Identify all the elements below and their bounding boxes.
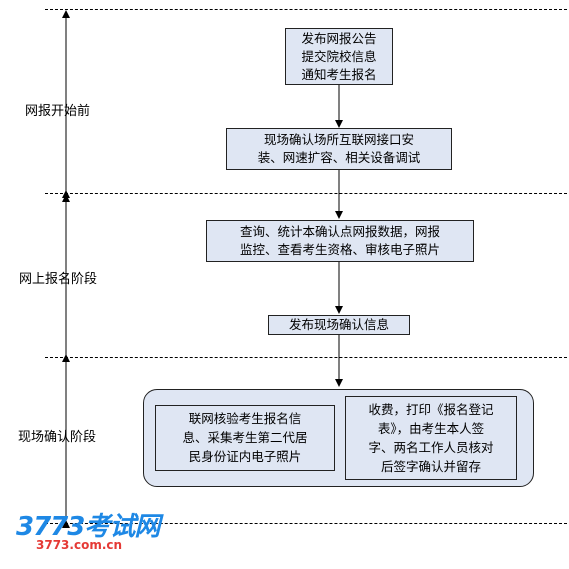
- step-line: 查询、统计本确认点网报数据，网报: [239, 224, 440, 239]
- step-line: 联网核验考生报名信: [188, 411, 302, 426]
- stage-separator-bottom: [45, 523, 567, 524]
- stage-label-onsite: 现场确认阶段: [18, 430, 97, 445]
- step-line: 发布现场确认信息: [288, 317, 389, 332]
- stage-separator-1: [45, 193, 567, 194]
- step-line: 后签字确认并留存: [380, 459, 481, 474]
- stage-label-online: 网上报名阶段: [19, 272, 98, 287]
- step-line: 息、采集考生第二代居: [182, 430, 308, 445]
- stage-separator-2: [45, 357, 567, 358]
- step-line: 表》，由考生本人签: [377, 421, 485, 436]
- step-line: 字、两名工作人员核对: [368, 440, 494, 455]
- step-line: 收费，打印《报名登记: [368, 402, 494, 417]
- step-line: 民身份证内电子照片: [188, 449, 302, 464]
- step-site-network-setup: 现场确认场所互联网接口安 装、网速扩容、相关设备调试: [226, 128, 452, 170]
- step-line: 监控、查看考生资格、审核电子照片: [239, 242, 440, 257]
- step-line: 通知考生报名: [301, 67, 377, 82]
- step-verify-and-photo: 联网核验考生报名信 息、采集考生第二代居 民身份证内电子照片: [155, 405, 335, 471]
- stage-separator-top: [45, 9, 567, 10]
- stage-label-before: 网报开始前: [25, 104, 91, 119]
- step-publish-onsite-info: 发布现场确认信息: [268, 315, 410, 335]
- step-line: 现场确认场所互联网接口安: [263, 132, 414, 147]
- step-line: 装、网速扩容、相关设备调试: [257, 150, 421, 165]
- step-line: 发布网报公告: [301, 31, 377, 46]
- step-payment-and-sign: 收费，打印《报名登记 表》，由考生本人签 字、两名工作人员核对 后签字确认并留存: [345, 396, 517, 480]
- site-url: 3773.com.cn: [36, 538, 123, 552]
- step-line: 提交院校信息: [301, 49, 377, 64]
- site-logo: 3773考试网: [16, 512, 160, 542]
- step-query-review: 查询、统计本确认点网报数据，网报 监控、查看考生资格、审核电子照片: [206, 220, 474, 262]
- step-publish-announcement: 发布网报公告 提交院校信息 通知考生报名: [285, 28, 393, 85]
